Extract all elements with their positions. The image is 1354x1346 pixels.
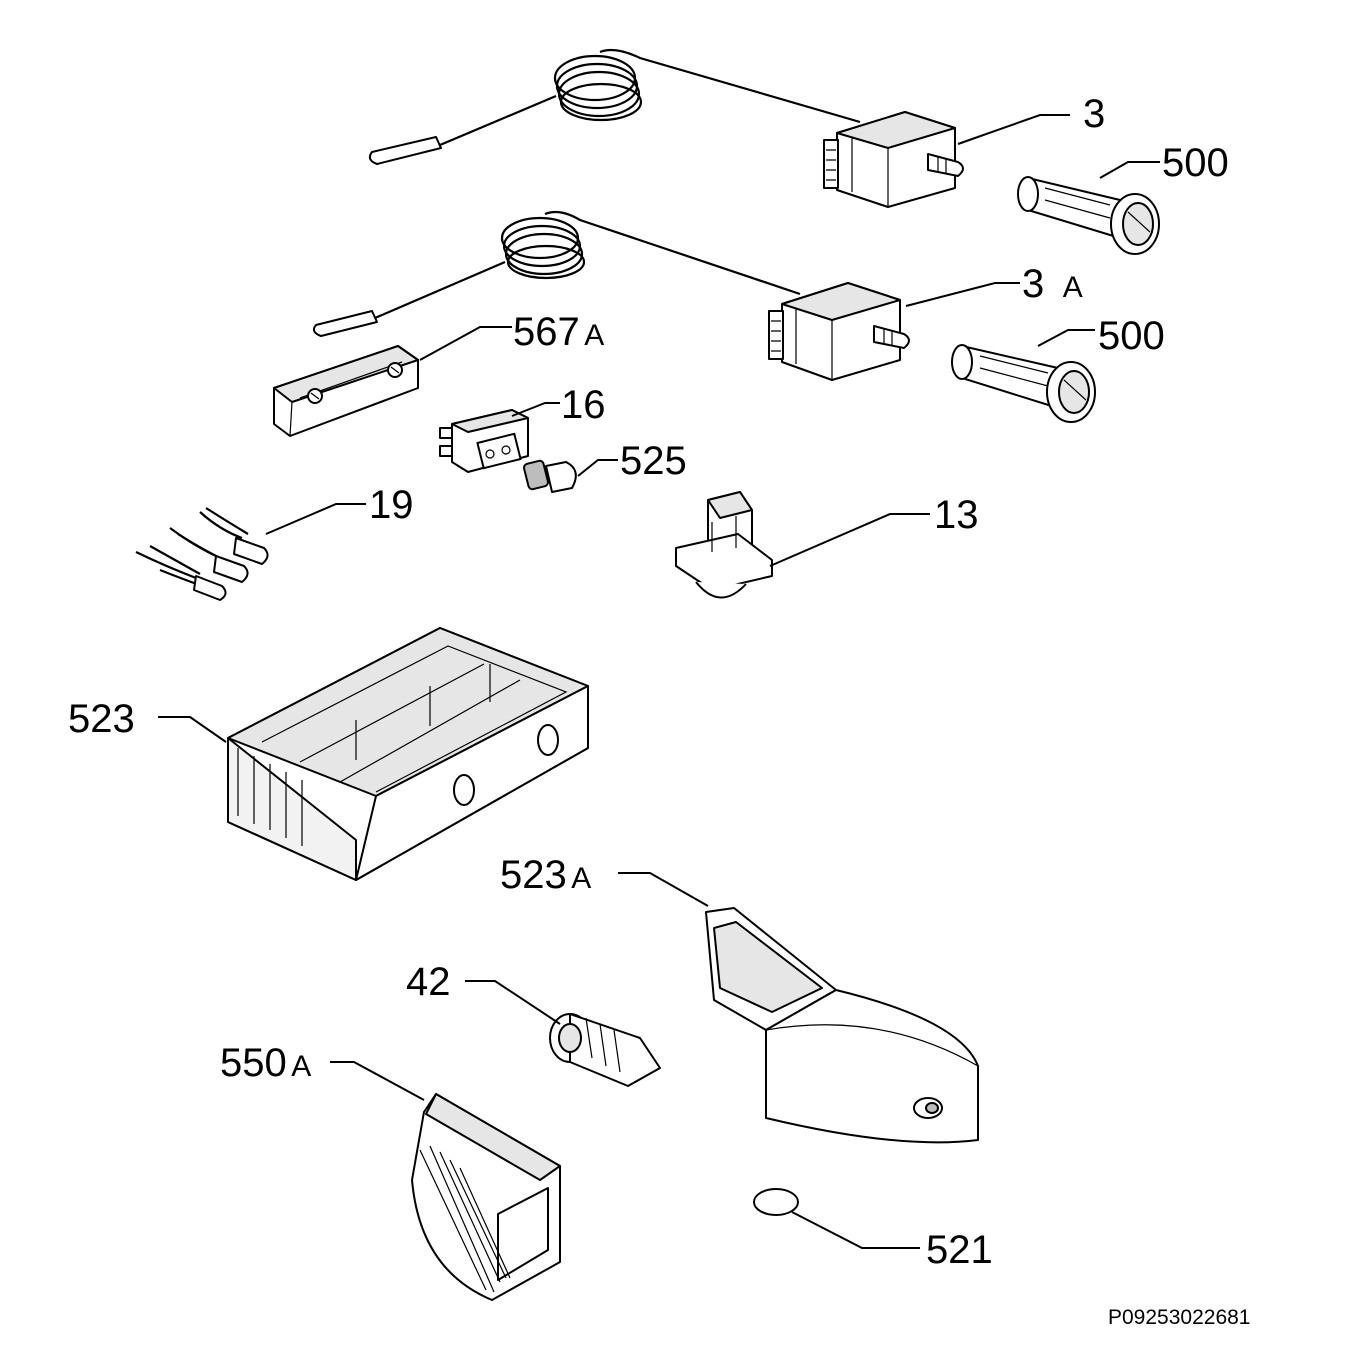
label-16: 16 [561, 383, 606, 427]
label-500-upper: 500 [1162, 141, 1229, 185]
label-550a-suffix: A [291, 1050, 311, 1083]
label-567a: 567 A [513, 310, 604, 354]
label-521: 521 [926, 1228, 993, 1272]
part-525-bulb [523, 459, 577, 493]
part-500-knob-upper [1017, 176, 1160, 255]
part-19-connectors [135, 507, 269, 601]
label-3a-number: 3 [1022, 262, 1044, 306]
capillary-coil-2 [500, 216, 586, 280]
label-13: 13 [934, 493, 979, 537]
part-523a-cover [705, 907, 979, 1144]
label-525: 525 [620, 439, 687, 483]
capillary-coil [553, 54, 643, 122]
part-42-lampholder [549, 1013, 661, 1087]
label-567a-suffix: A [584, 319, 604, 352]
part-3a-thermostat [312, 210, 910, 381]
drawing-code: P09253022681 [1108, 1306, 1250, 1329]
label-523a: 523 A [500, 853, 591, 897]
part-550a-cap [411, 1093, 561, 1301]
label-42: 42 [406, 960, 451, 1004]
label-3: 3 [1083, 92, 1105, 136]
part-521-ring [753, 1188, 799, 1216]
part-16-switch [439, 409, 529, 473]
label-550a: 550 A [220, 1041, 311, 1085]
leader-lines [158, 114, 1160, 1249]
part-523-housing [227, 627, 589, 881]
part-labels: 3 500 3 A 500 567 A 16 525 19 13 523 523… [68, 92, 1229, 1272]
label-3a-suffix: A [1063, 271, 1083, 304]
label-500-lower: 500 [1098, 314, 1165, 358]
part-567a-bracket [273, 345, 419, 437]
label-523: 523 [68, 697, 135, 741]
part-13-switch [675, 491, 773, 599]
label-3a: 3 A [1022, 262, 1083, 306]
label-567a-number: 567 [513, 310, 580, 354]
label-523a-number: 523 [500, 853, 567, 897]
part-3-thermostat [368, 48, 964, 208]
part-500-knob-lower [951, 344, 1096, 423]
label-19: 19 [369, 483, 414, 527]
label-523a-suffix: A [571, 862, 591, 895]
label-550a-number: 550 [220, 1041, 287, 1085]
